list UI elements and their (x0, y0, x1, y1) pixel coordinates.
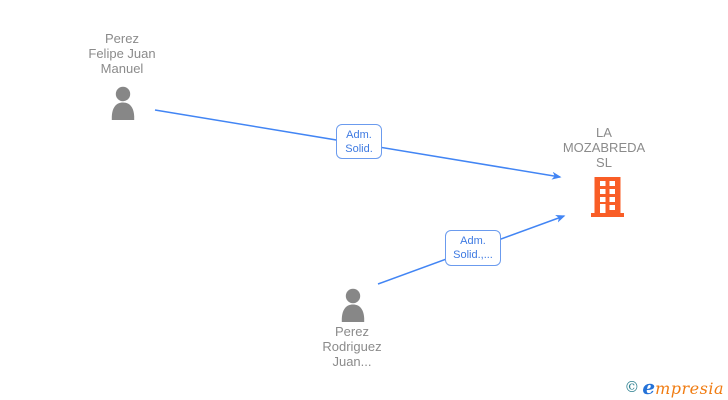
empresia-logo: ©empresia (624, 375, 724, 399)
person1-name[interactable]: Perez Felipe Juan Manuel (88, 31, 155, 76)
copyright-symbol: © (624, 378, 640, 396)
logo-brand-initial: e (642, 375, 656, 399)
edge1-label[interactable]: Adm. Solid. (336, 124, 382, 159)
edge2-label-line: Adm. (460, 235, 486, 247)
edge1-label-line: Adm. (346, 128, 372, 141)
person-icon[interactable] (109, 86, 137, 120)
person2-name-line: Juan... (332, 354, 372, 369)
person1-name-line: Felipe Juan (88, 46, 156, 61)
edge2-label-line: Solid.,... (453, 249, 493, 261)
person2-name-line: Rodriguez (322, 339, 382, 354)
person-icon[interactable] (339, 288, 367, 322)
logo-brand-text: mpresia (655, 379, 724, 398)
company-name-line: LA (596, 125, 612, 140)
person1-name-line: Perez (105, 31, 139, 46)
person2-name-line: Perez (335, 324, 369, 339)
person2-name[interactable]: Perez Rodriguez Juan... (322, 324, 381, 369)
building-icon[interactable] (591, 177, 624, 217)
company-name[interactable]: LA MOZABREDA SL (563, 125, 645, 170)
edge1-label-line: Solid. (345, 142, 373, 155)
person1-name-line: Manuel (100, 61, 144, 76)
edge2-label[interactable]: Adm. Solid.,... (445, 230, 501, 266)
company-name-line: MOZABREDA (562, 140, 646, 155)
company-name-line: SL (596, 155, 612, 170)
